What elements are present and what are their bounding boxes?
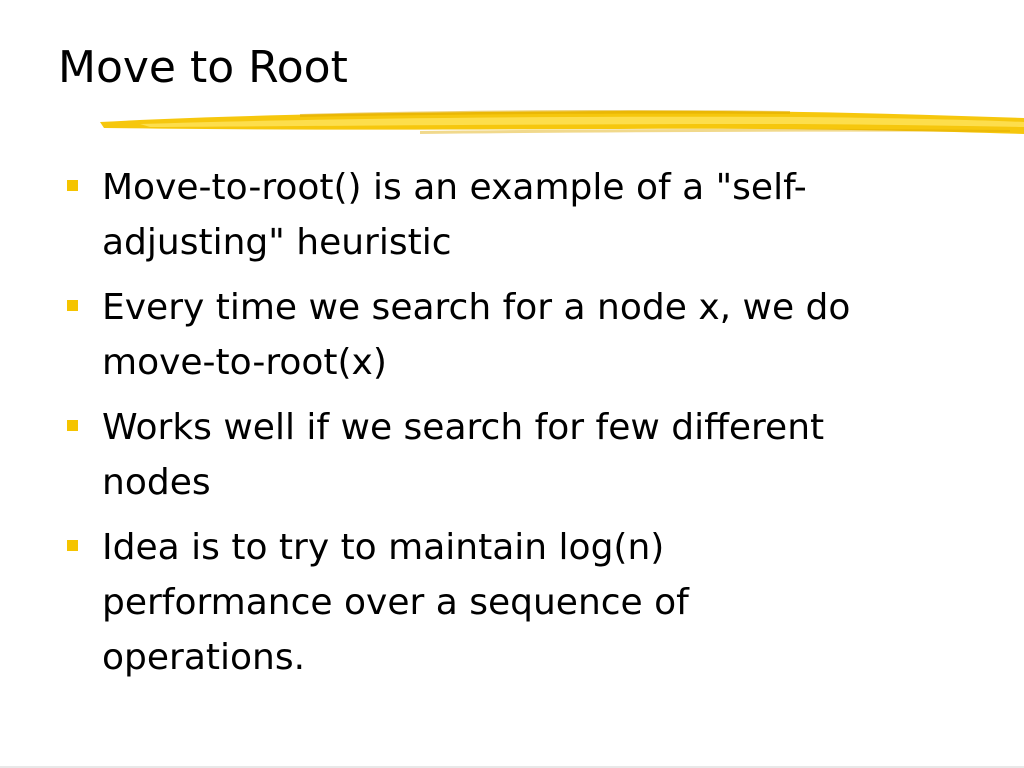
square-bullet-icon [67, 300, 78, 311]
bullet-text: Works well if we search for few differen… [102, 407, 825, 503]
slide-title: Move to Root [58, 42, 348, 93]
bullet-text: Every time we search for a node x, we do… [102, 287, 851, 383]
square-bullet-icon [67, 540, 78, 551]
bullet-list: Move-to-root() is an example of a "self-… [60, 160, 990, 695]
footer-divider [0, 766, 1024, 768]
title-underline-brushstroke [100, 110, 1024, 134]
square-bullet-icon [67, 180, 78, 191]
square-bullet-icon [67, 420, 78, 431]
bullet-item: Idea is to try to maintain log(n) perfor… [60, 520, 902, 685]
bullet-text: Idea is to try to maintain log(n) perfor… [102, 527, 689, 678]
bullet-item: Move-to-root() is an example of a "self-… [60, 160, 902, 270]
bullet-item: Works well if we search for few differen… [60, 400, 902, 510]
bullet-item: Every time we search for a node x, we do… [60, 280, 902, 390]
bullet-text: Move-to-root() is an example of a "self-… [102, 167, 807, 263]
